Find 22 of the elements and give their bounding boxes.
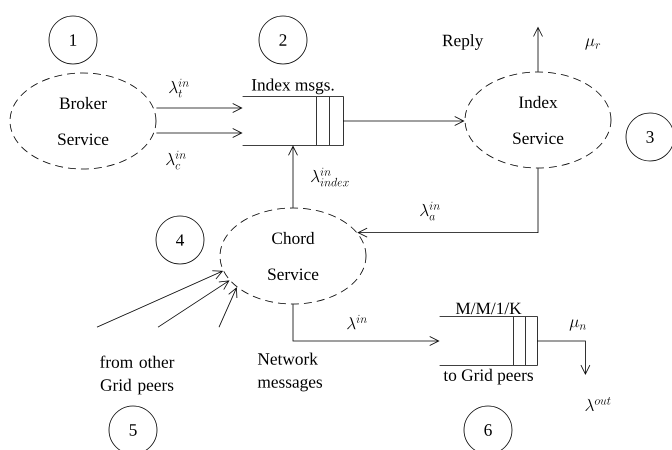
arrow <box>156 128 243 138</box>
output-label: Reply <box>442 34 484 50</box>
edge-label: $\lambda_{index}^{in}$ <box>309 166 351 188</box>
arrow <box>343 116 465 126</box>
rate-label: $\mu_r$ <box>585 38 600 50</box>
arrow <box>218 287 238 328</box>
arrow <box>156 103 243 113</box>
arrow <box>96 270 224 328</box>
note-text: Network messages <box>258 352 322 392</box>
rate-label: $\mu_n$ <box>570 319 586 331</box>
source-text: from other Grid peers <box>100 356 174 394</box>
edge-label: $\lambda^{in}$ <box>345 314 369 330</box>
arrow <box>537 340 590 375</box>
arrow <box>158 280 230 328</box>
arrow <box>288 145 298 208</box>
arrow <box>357 168 538 238</box>
edge-label: $\lambda_t^{in}$ <box>167 78 191 98</box>
edge-label: $\lambda_c^{in}$ <box>164 150 188 170</box>
arrow <box>292 304 440 346</box>
edge-label: $\lambda_a^{in}$ <box>418 200 442 222</box>
arrow <box>533 26 543 72</box>
rate-label: $\lambda^{out}$ <box>585 397 611 412</box>
